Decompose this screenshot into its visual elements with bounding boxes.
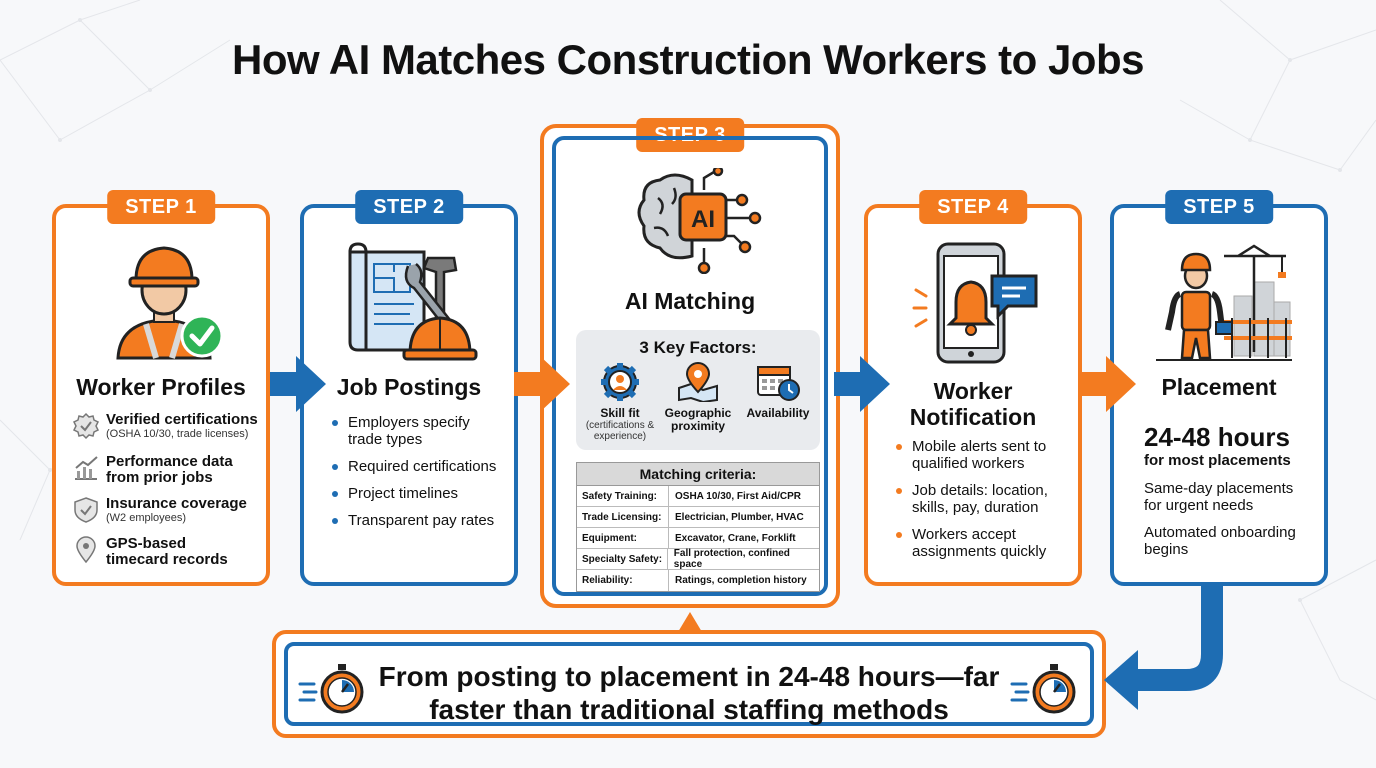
step-2-card: STEP 2 Job Postings Employers specify tr… [300,190,518,586]
chart-icon [75,456,98,480]
phone-bell-icon [912,242,1042,366]
criteria-key: Safety Training: [577,486,669,506]
list-item: Mobile alerts sent to qualified workers [896,438,1074,472]
arrow-up-icon [678,612,702,632]
feature-title: Verified certifications [106,411,258,428]
criteria-value: Ratings, completion history [675,575,807,586]
step-3-badge: STEP 3 [636,118,744,152]
step-5-badge: STEP 5 [1165,190,1273,224]
location-pin-icon [76,536,96,564]
placement-line: Automated onboarding begins [1144,524,1296,558]
list-item: Project timelines [332,485,502,502]
feature-sub: (W2 employees) [106,512,187,524]
factor-geographic: Geographic proximity [658,362,738,433]
step-1-card: STEP 1 Worker Profiles Verified certific… [52,190,270,586]
list-item: Required certifications [332,458,502,475]
criteria-value: Electrician, Plumber, HVAC [675,511,804,523]
factor-availability: Availability [738,362,818,420]
step-1-title: Worker Profiles [76,374,246,400]
list-item: Workers accept assignments quickly [896,526,1074,560]
table-row: Trade Licensing: Electrician, Plumber, HV… [577,507,819,528]
feature-item: Insurance coverage(W2 employees) [72,496,247,525]
gear-person-icon [601,363,639,401]
factor-title: Geographic proximity [664,406,732,433]
factor-title: Availability [746,406,810,420]
arrow-right-icon [514,356,570,412]
table-row: Specialty Safety:Fall protection, confin… [577,548,819,570]
summary-line-2: faster than traditional staffing methods [429,694,949,725]
summary-line-1: From posting to placement in 24-48 hours… [378,661,1000,692]
arrow-right-icon [270,356,326,412]
criteria-key: Trade Licensing: [577,507,669,527]
feature-title: GPS-based timecard records [106,535,228,568]
factor-title: Skill fit [600,406,640,420]
criteria-value: Excavator, Crane, Forklift [675,532,796,544]
arrow-return-icon [1104,584,1223,710]
table-row: Safety Training: OSHA 10/30, First Aid/CP… [577,486,819,507]
criteria-key: Specialty Safety: [577,549,668,569]
feature-item: Verified certifications(OSHA 10/30, trad… [72,412,258,441]
stopwatch-icon [1010,664,1076,714]
matching-criteria-table: Matching criteria: Safety Training: OSHA … [576,462,820,592]
step-3-title: AI Matching [624,288,756,314]
placement-headline-sub: for most placements [1144,452,1291,469]
factor-sub: (certifications & experience) [585,420,655,442]
step-2-title: Job Postings [336,374,482,400]
factors-title: 3 Key Factors: [639,338,757,357]
step-1-badge: STEP 1 [107,190,215,224]
step-5-card: STEP 5 Placement 24-48 hours for most pl… [1110,190,1328,586]
certificate-icon [72,412,100,440]
map-pin-icon [678,362,718,404]
factor-skill: Skill fit (certifications & experience) [580,362,660,442]
step-2-badge: STEP 2 [355,190,463,224]
key-factors-panel: 3 Key Factors: Skill fit (certifications… [576,330,820,450]
worker-check-icon [106,240,226,360]
criteria-key: Reliability: [577,570,669,591]
summary-banner: From posting to placement in 24-48 hours… [272,630,1106,738]
step-4-badge: STEP 4 [919,190,1027,224]
criteria-key: Equipment: [577,528,669,548]
calendar-clock-icon [757,366,800,401]
placement-line: Same-day placements for urgent needs [1144,480,1294,514]
step-3-inner-frame: AI AI Matching 3 Key Factors: Skill fit … [552,136,828,596]
arrow-right-icon [1080,356,1136,412]
step-4-title-line1: Worker [933,378,1013,404]
shield-check-icon [74,497,98,523]
step-3-card: STEP 3 AI AI Matching 3 Key Factors: [540,118,840,608]
step-4-card: STEP 4 Worker Notification Mobile alerts… [864,190,1082,586]
step-4-title-line2: Notification [909,404,1037,430]
criteria-title: Matching criteria: [577,463,819,486]
step-5-title: Placement [1161,374,1277,400]
criteria-value: Fall protection, confined space [673,548,790,570]
criteria-value: OSHA 10/30, First Aid/CPR [675,490,801,502]
feature-title: Performance data from prior jobs [106,453,233,486]
feature-sub: (OSHA 10/30, trade licenses) [106,428,249,440]
step-4-bullets: Mobile alerts sent to qualified workers … [896,438,1074,570]
page-title: How AI Matches Construction Workers to J… [232,36,1144,83]
summary-banner-inner: From posting to placement in 24-48 hours… [284,642,1094,726]
feature-item: GPS-based timecard records [72,536,246,568]
arrow-right-icon [834,356,890,412]
worker-construction-site-icon [1154,242,1294,366]
feature-item: Performance data from prior jobs [72,454,236,486]
placement-headline: 24-48 hours [1144,422,1290,452]
ai-chip-label: AI [691,206,715,233]
blueprint-tools-icon [344,242,478,366]
list-item: Employers specify trade types [332,414,502,448]
list-item: Job details: location, skills, pay, dura… [896,482,1074,516]
feature-title: Insurance coverage [106,495,247,512]
list-item: Transparent pay rates [332,512,502,529]
ai-brain-icon: AI [634,165,764,275]
summary-text: From posting to placement in 24-48 hours… [378,660,1000,726]
table-row: Equipment: Excavator, Crane, Forklift [577,528,819,549]
table-row: Reliability: Ratings, completion history [577,570,819,591]
stopwatch-icon [298,664,364,714]
step-2-bullets: Employers specify trade types Required c… [332,414,502,539]
